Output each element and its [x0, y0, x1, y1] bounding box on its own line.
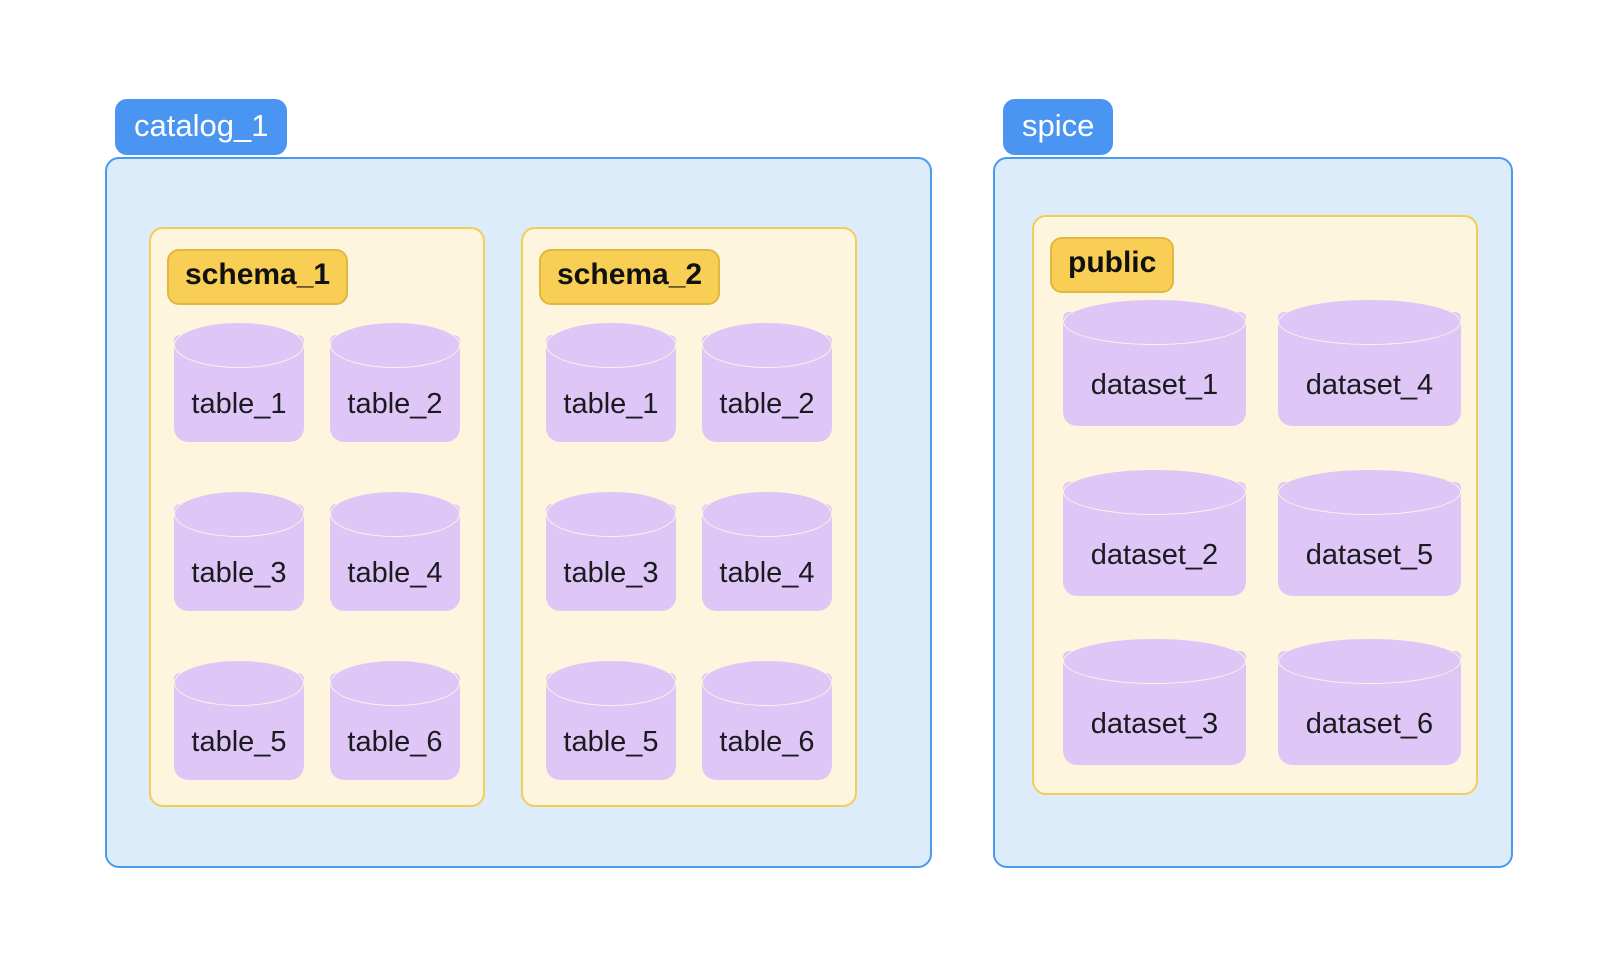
cylinder-label: table_2: [347, 388, 443, 420]
database-cylinder-icon: [330, 491, 460, 537]
database-cylinder[interactable]: table_4: [702, 491, 832, 611]
cylinder-label: table_3: [191, 557, 287, 589]
database-cylinder[interactable]: table_1: [174, 322, 304, 442]
database-cylinder[interactable]: table_5: [546, 660, 676, 780]
database-cylinder-icon: [330, 322, 460, 368]
database-cylinder-icon: [702, 491, 832, 537]
cylinder-label: table_6: [719, 726, 815, 758]
database-cylinder[interactable]: table_1: [546, 322, 676, 442]
cylinder-label: table_4: [719, 557, 815, 589]
panel-schema-2-label[interactable]: schema_2: [539, 249, 721, 305]
panel-schema-1[interactable]: schema_1 table_1 table_2 table_3 table_4: [149, 227, 485, 807]
database-cylinder-icon: [546, 491, 676, 537]
database-cylinder-icon: [330, 660, 460, 706]
group-catalog-1-label[interactable]: catalog_1: [115, 99, 288, 155]
cylinder-label: table_4: [347, 557, 443, 589]
database-cylinder-icon: [1278, 469, 1461, 515]
cylinder-label: dataset_5: [1305, 539, 1434, 571]
group-catalog-1[interactable]: catalog_1 schema_1 table_1 table_2 table…: [105, 99, 932, 868]
database-cylinder[interactable]: dataset_3: [1063, 638, 1246, 765]
database-cylinder-icon: [546, 660, 676, 706]
database-cylinder[interactable]: table_6: [702, 660, 832, 780]
database-cylinder[interactable]: table_4: [330, 491, 460, 611]
database-cylinder-icon: [1063, 299, 1246, 345]
cylinder-label: dataset_1: [1090, 369, 1219, 401]
database-cylinder-icon: [1278, 299, 1461, 345]
panel-public[interactable]: public dataset_1 dataset_4 dataset_2 dat…: [1032, 215, 1478, 795]
database-cylinder[interactable]: table_3: [546, 491, 676, 611]
database-cylinder[interactable]: table_2: [702, 322, 832, 442]
cylinder-label: table_1: [191, 388, 287, 420]
cylinder-label: table_1: [563, 388, 659, 420]
database-cylinder-icon: [174, 491, 304, 537]
database-cylinder[interactable]: table_5: [174, 660, 304, 780]
group-spice[interactable]: spice public dataset_1 dataset_4 dataset…: [993, 99, 1513, 868]
database-cylinder-icon: [702, 322, 832, 368]
cylinder-label: table_2: [719, 388, 815, 420]
cylinder-label: dataset_6: [1305, 708, 1434, 740]
database-cylinder[interactable]: table_2: [330, 322, 460, 442]
panel-public-label[interactable]: public: [1050, 237, 1175, 293]
database-cylinder-icon: [174, 322, 304, 368]
database-cylinder-icon: [546, 322, 676, 368]
group-spice-label[interactable]: spice: [1003, 99, 1114, 155]
database-cylinder-icon: [702, 660, 832, 706]
database-cylinder-icon: [1063, 638, 1246, 684]
database-cylinder[interactable]: dataset_4: [1278, 299, 1461, 426]
panel-schema-2[interactable]: schema_2 table_1 table_2 table_3 table_4: [521, 227, 857, 807]
database-cylinder[interactable]: dataset_1: [1063, 299, 1246, 426]
database-cylinder[interactable]: dataset_6: [1278, 638, 1461, 765]
database-cylinder-icon: [174, 660, 304, 706]
database-cylinder-icon: [1063, 469, 1246, 515]
database-cylinder[interactable]: dataset_5: [1278, 469, 1461, 596]
cylinder-label: dataset_3: [1090, 708, 1219, 740]
cylinder-label: dataset_4: [1305, 369, 1434, 401]
cylinder-label: table_5: [191, 726, 287, 758]
panel-schema-1-label[interactable]: schema_1: [167, 249, 349, 305]
database-cylinder[interactable]: table_6: [330, 660, 460, 780]
cylinder-label: table_6: [347, 726, 443, 758]
database-cylinder[interactable]: dataset_2: [1063, 469, 1246, 596]
database-cylinder[interactable]: table_3: [174, 491, 304, 611]
cylinder-label: dataset_2: [1090, 539, 1219, 571]
cylinder-label: table_5: [563, 726, 659, 758]
database-cylinder-icon: [1278, 638, 1461, 684]
cylinder-label: table_3: [563, 557, 659, 589]
